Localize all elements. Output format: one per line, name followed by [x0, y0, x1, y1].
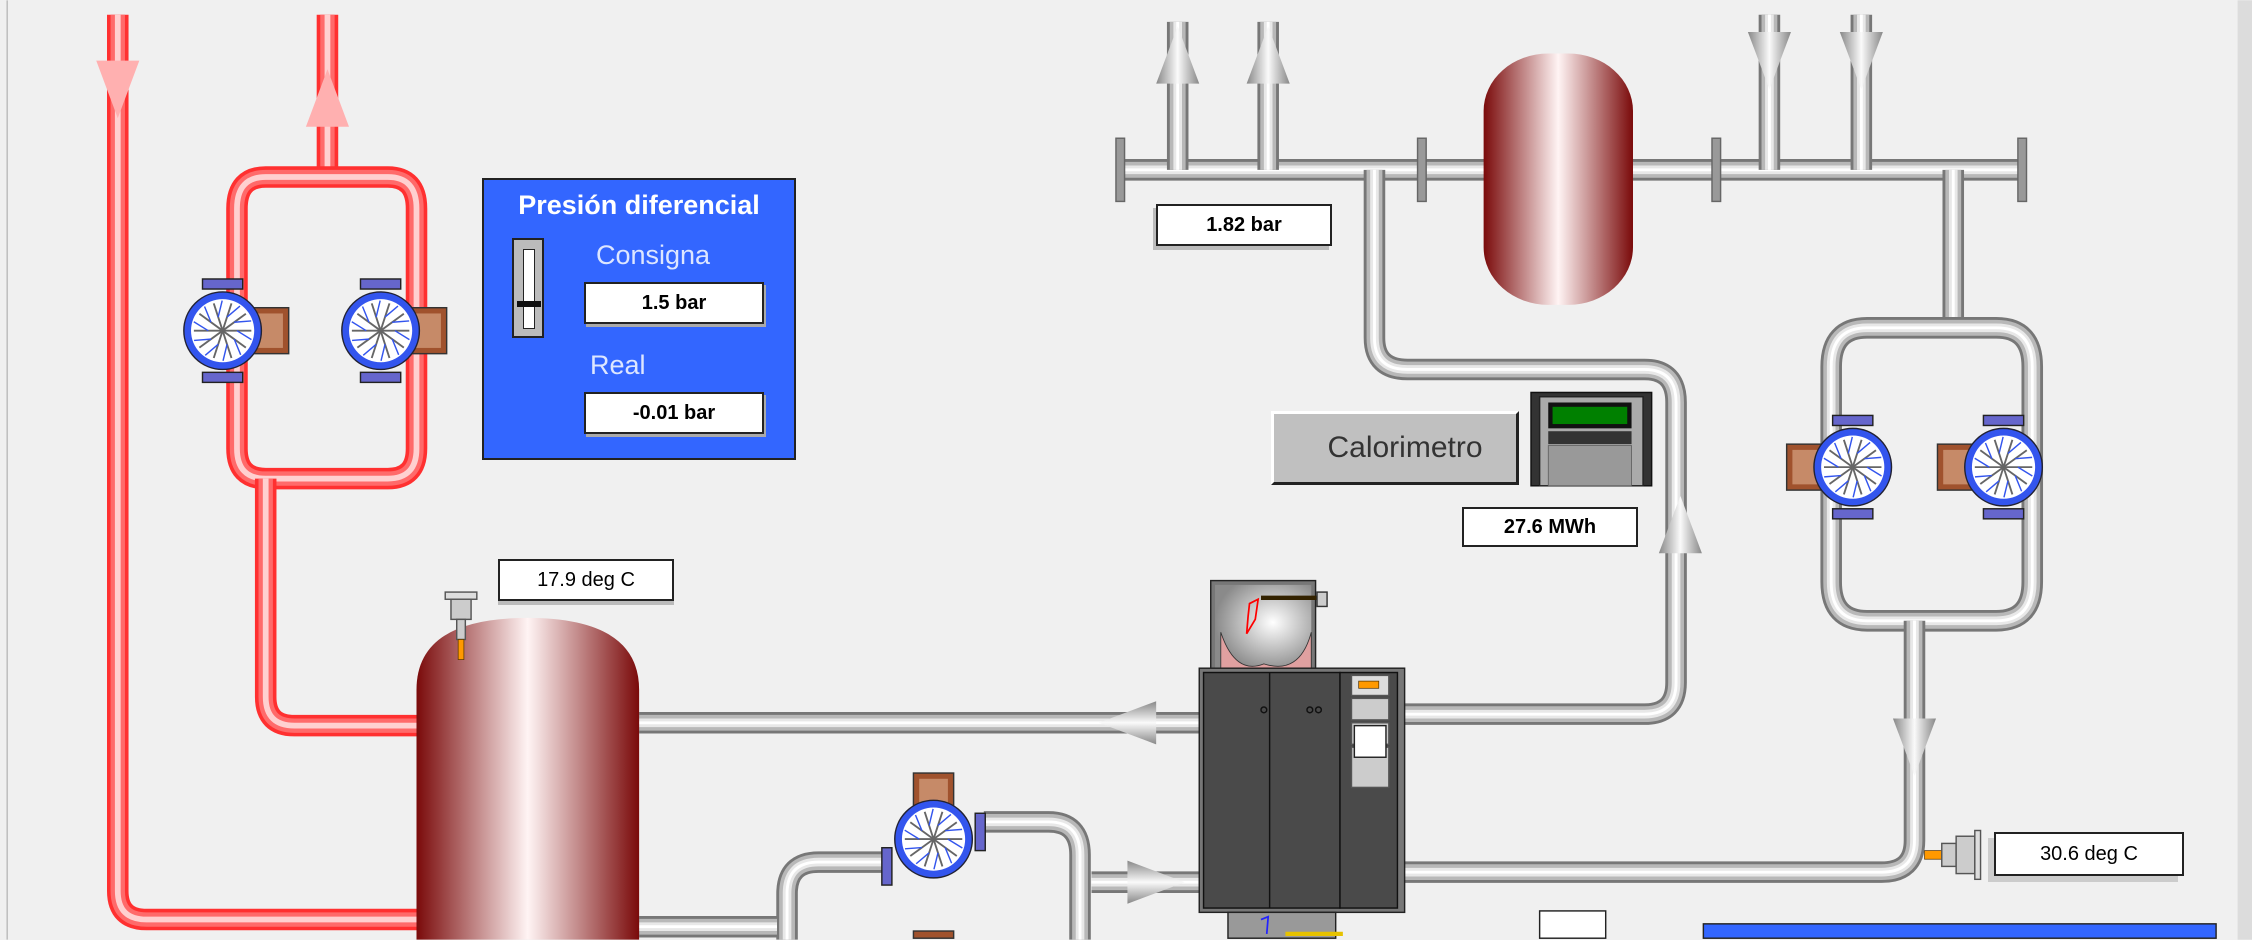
gray-pipe — [983, 817, 1085, 940]
gray-pipe — [983, 813, 1088, 940]
pump-icon[interactable] — [1785, 414, 1893, 520]
gray-pipe — [1373, 169, 1678, 716]
expansion-tank — [1483, 53, 1633, 305]
gray-pipe — [785, 860, 888, 940]
gray-pipe — [983, 811, 1091, 940]
flow-arrow-up-icon — [1156, 26, 1200, 84]
hot-pipe — [234, 174, 420, 482]
blank-indicator — [1538, 910, 1607, 939]
heat-pump-cabinet — [1198, 579, 1406, 939]
pressure-panel-title: Presión diferencial — [518, 190, 760, 220]
tank-temperature-readout: 17.9 deg C — [498, 559, 674, 601]
gray-pipe — [983, 820, 1082, 940]
hot-pipe — [262, 478, 417, 729]
gray-pipe — [1829, 326, 2034, 623]
hot-pipe — [114, 14, 417, 923]
pump-motor-partial-icon — [912, 930, 955, 939]
storage-tank — [416, 617, 640, 940]
gray-pipe — [1404, 620, 1916, 874]
manifold-flanges — [1115, 137, 2028, 203]
real-value: -0.01 bar — [584, 392, 764, 434]
pump-icon[interactable] — [183, 278, 290, 384]
pump-icon[interactable] — [1936, 414, 2044, 520]
energy-readout: 27.6 MWh — [1462, 507, 1638, 547]
gray-pipe — [779, 854, 888, 940]
gray-pipe — [1404, 620, 1923, 881]
gray-pipe — [1404, 620, 1926, 883]
setpoint-value[interactable]: 1.5 bar — [584, 282, 764, 324]
real-label: Real — [590, 350, 646, 380]
temperature-sensor-icon — [444, 591, 478, 660]
slider-thumb[interactable] — [517, 301, 541, 307]
setpoint-slider[interactable] — [512, 238, 544, 338]
flow-arrow-down-icon — [1747, 31, 1791, 90]
gray-pipe — [1404, 620, 1919, 877]
flow-arrow-up-icon — [305, 69, 350, 127]
flow-arrow-up-icon — [1658, 495, 1702, 554]
hot-pipe — [254, 478, 417, 737]
pump-icon[interactable] — [341, 278, 448, 384]
flow-arrow-right-icon — [1127, 860, 1185, 904]
hot-pipe — [106, 14, 417, 931]
flow-arrow-down-icon — [96, 60, 140, 119]
pump-icon[interactable] — [881, 772, 986, 886]
setpoint-label: Consigna — [596, 240, 711, 270]
window-edge-right — [2237, 0, 2252, 940]
pressure-panel: Presión diferencial Consigna 1.5 bar Rea… — [482, 178, 796, 460]
flow-arrows — [96, 26, 1937, 904]
bottom-blue-panel — [1702, 923, 2217, 939]
flow-arrow-up-icon — [1246, 26, 1290, 84]
hot-pipe — [258, 478, 417, 733]
manifold-pressure-readout: 1.82 bar — [1156, 204, 1332, 246]
return-temperature-readout: 30.6 deg C — [1994, 832, 2184, 876]
hot-pipe — [110, 14, 417, 927]
flow-arrow-down-icon — [1839, 31, 1883, 90]
flow-arrow-down-icon — [1892, 718, 1937, 776]
calorimeter-button[interactable]: Calorimetro — [1271, 411, 1519, 485]
calorimeter-device-icon — [1530, 391, 1653, 487]
pumps — [183, 278, 2044, 886]
hot-water-pipes — [106, 14, 428, 931]
flow-arrow-left-icon — [1098, 701, 1157, 745]
temperature-sensor-icon — [1924, 829, 1982, 881]
